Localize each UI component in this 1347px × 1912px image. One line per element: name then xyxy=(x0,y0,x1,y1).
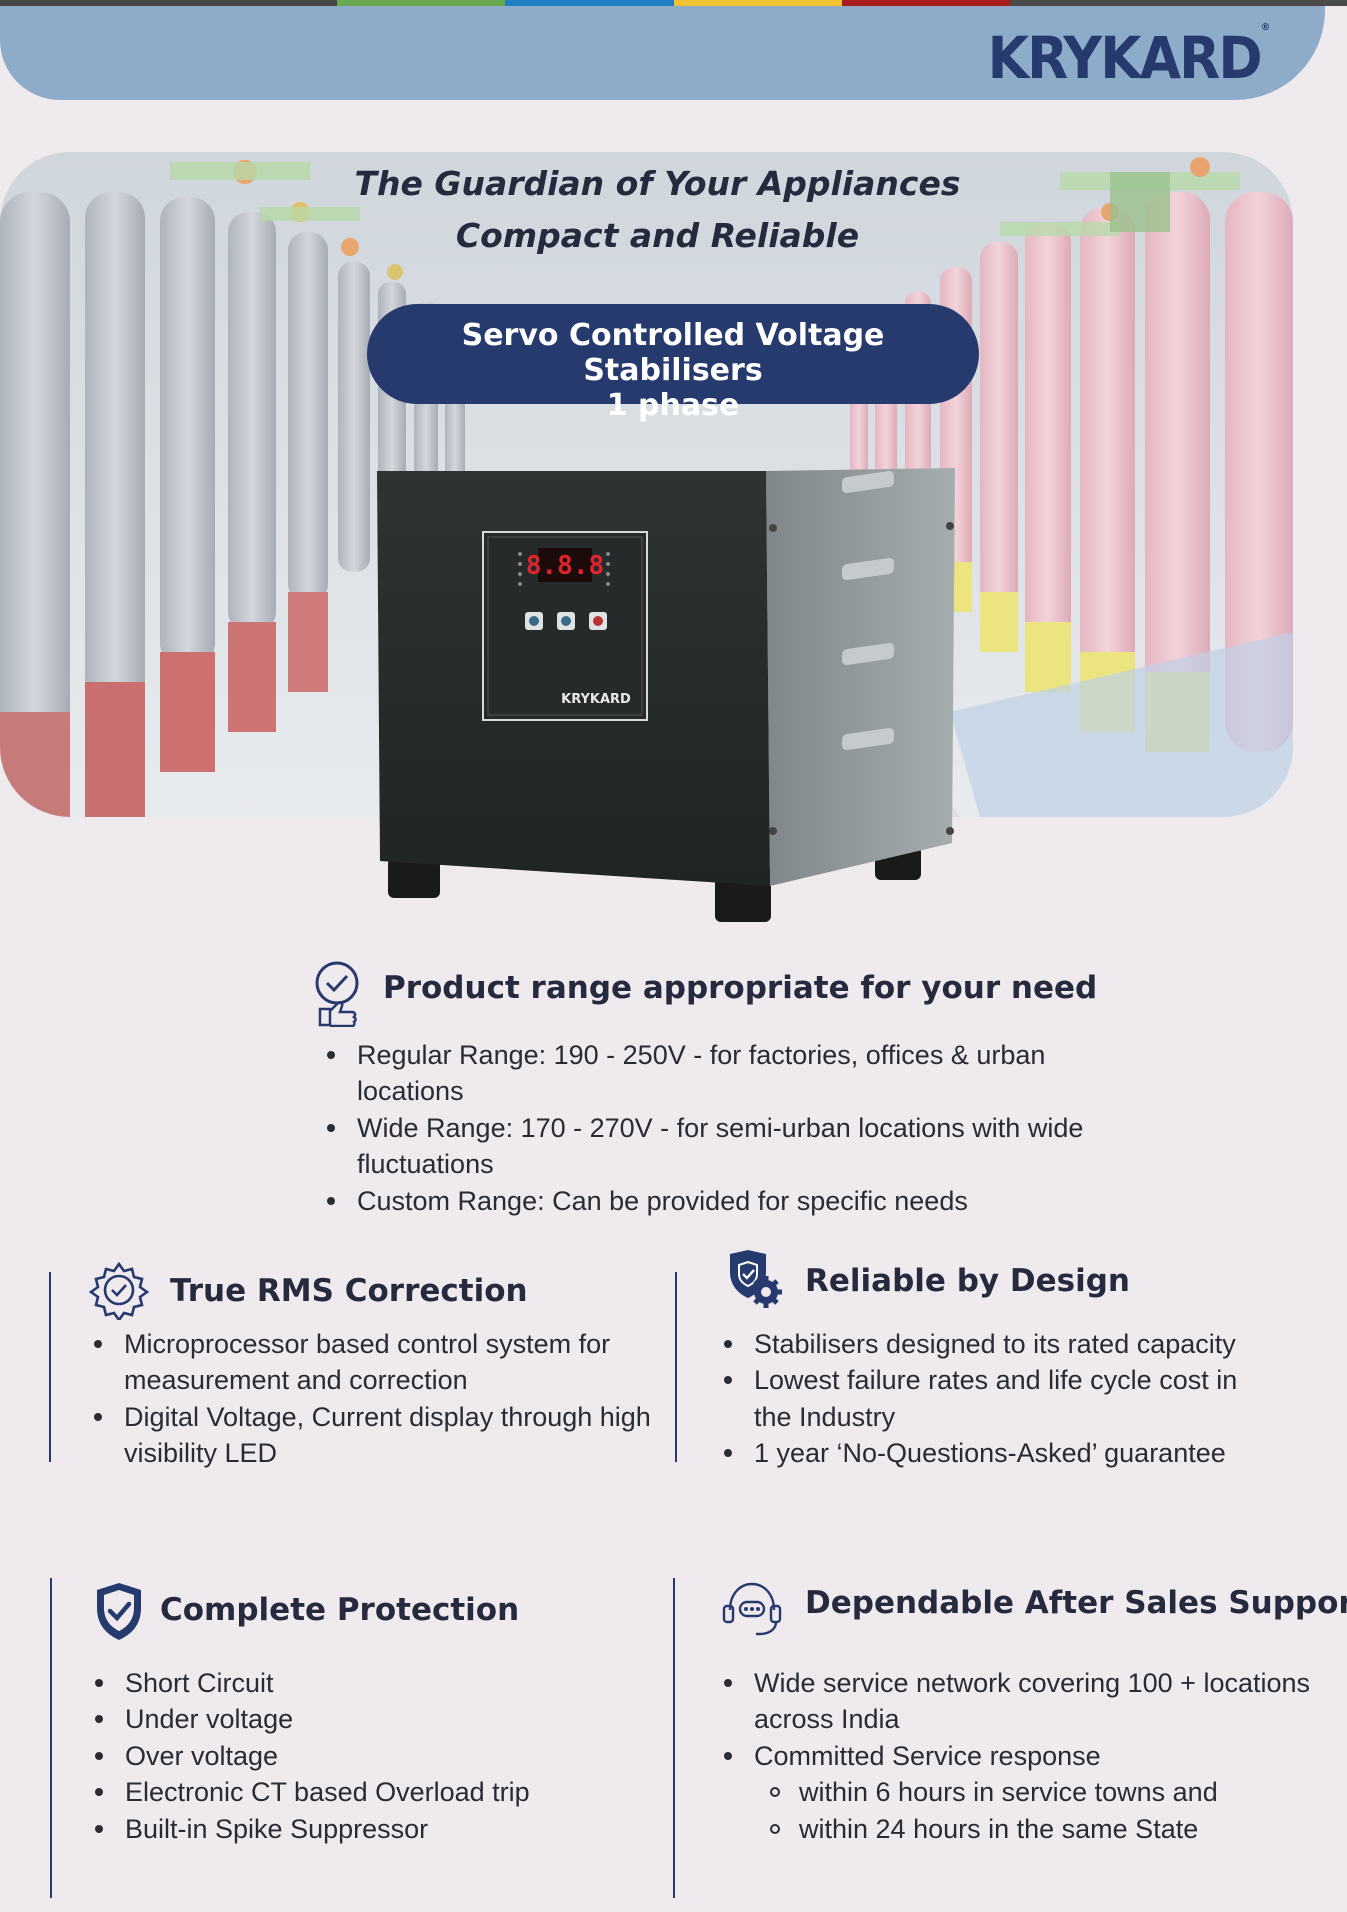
header-banner: KRYKARD® xyxy=(0,6,1325,100)
section-title-protection: Complete Protection xyxy=(160,1592,520,1628)
divider-support xyxy=(673,1578,675,1898)
list-item: Under voltage xyxy=(95,1701,685,1737)
product-title-pill: Servo Controlled Voltage Stabilisers 1 p… xyxy=(367,304,979,423)
protection-list: Short Circuit Under voltage Over voltage… xyxy=(93,1665,685,1847)
thumbs-up-check-icon xyxy=(315,961,359,1027)
hero-tagline: The Guardian of Your Appliances Compact … xyxy=(0,158,1315,262)
section-title-support: Dependable After Sales Support xyxy=(805,1585,1347,1621)
shield-check-icon xyxy=(97,1583,141,1640)
list-item: Built-in Spike Suppressor xyxy=(95,1811,685,1847)
section-title-rms: True RMS Correction xyxy=(170,1273,528,1309)
panel-buttons xyxy=(525,612,607,630)
list-item: Microprocessor based control system for … xyxy=(94,1326,684,1399)
support-sublist: within 6 hours in service towns and with… xyxy=(754,1774,1314,1847)
reliable-list: Stabilisers designed to its rated capaci… xyxy=(722,1326,1274,1472)
headset-support-icon xyxy=(722,1582,782,1636)
stabiliser-product-image: 8.8.8 KRYKARD xyxy=(377,468,955,922)
product-title-line-2: 1 phase xyxy=(606,388,740,423)
list-item: Stabilisers designed to its rated capaci… xyxy=(724,1326,1274,1362)
tagline-line-1: The Guardian of Your Appliances xyxy=(354,164,961,203)
list-item: Over voltage xyxy=(95,1738,685,1774)
support-list: Wide service network covering 100 + loca… xyxy=(722,1665,1314,1847)
list-item: Wide service network covering 100 + loca… xyxy=(724,1665,1314,1738)
krykard-logo: KRYKARD® xyxy=(987,21,1270,92)
section-title-reliable: Reliable by Design xyxy=(805,1263,1130,1299)
product-logo: KRYKARD xyxy=(561,692,631,707)
section-title-range: Product range appropriate for your need xyxy=(383,970,1098,1006)
divider-rms xyxy=(49,1272,51,1462)
led-display: 8.8.8 xyxy=(526,551,604,581)
product-title-line-1: Servo Controlled Voltage Stabilisers xyxy=(461,318,885,388)
shield-gear-icon xyxy=(730,1250,782,1308)
divider-protection xyxy=(50,1578,52,1898)
rms-list: Microprocessor based control system for … xyxy=(92,1326,684,1472)
color-strip xyxy=(0,0,1347,6)
tagline-line-2: Compact and Reliable xyxy=(455,216,860,255)
sub-list-item: within 6 hours in service towns and xyxy=(770,1774,1314,1810)
list-item-text: Committed Service response xyxy=(754,1740,1101,1771)
list-item: Digital Voltage, Current display through… xyxy=(94,1399,684,1472)
sub-list-item: within 24 hours in the same State xyxy=(770,1811,1314,1847)
list-item: Lowest failure rates and life cycle cost… xyxy=(724,1362,1274,1435)
gear-check-icon xyxy=(88,1261,150,1320)
list-item: Electronic CT based Overload trip xyxy=(95,1774,685,1810)
list-item: 1 year ‘No-Questions-Asked’ guarantee xyxy=(724,1435,1274,1471)
list-item: Regular Range: 190 - 250V - for factorie… xyxy=(327,1037,1097,1110)
list-item: Short Circuit xyxy=(95,1665,685,1701)
list-item: Committed Service response within 6 hour… xyxy=(724,1738,1314,1847)
range-list: Regular Range: 190 - 250V - for factorie… xyxy=(325,1037,1097,1219)
divider-reliable xyxy=(675,1272,677,1462)
list-item: Custom Range: Can be provided for specif… xyxy=(327,1183,1097,1219)
list-item: Wide Range: 170 - 270V - for semi-urban … xyxy=(327,1110,1097,1183)
